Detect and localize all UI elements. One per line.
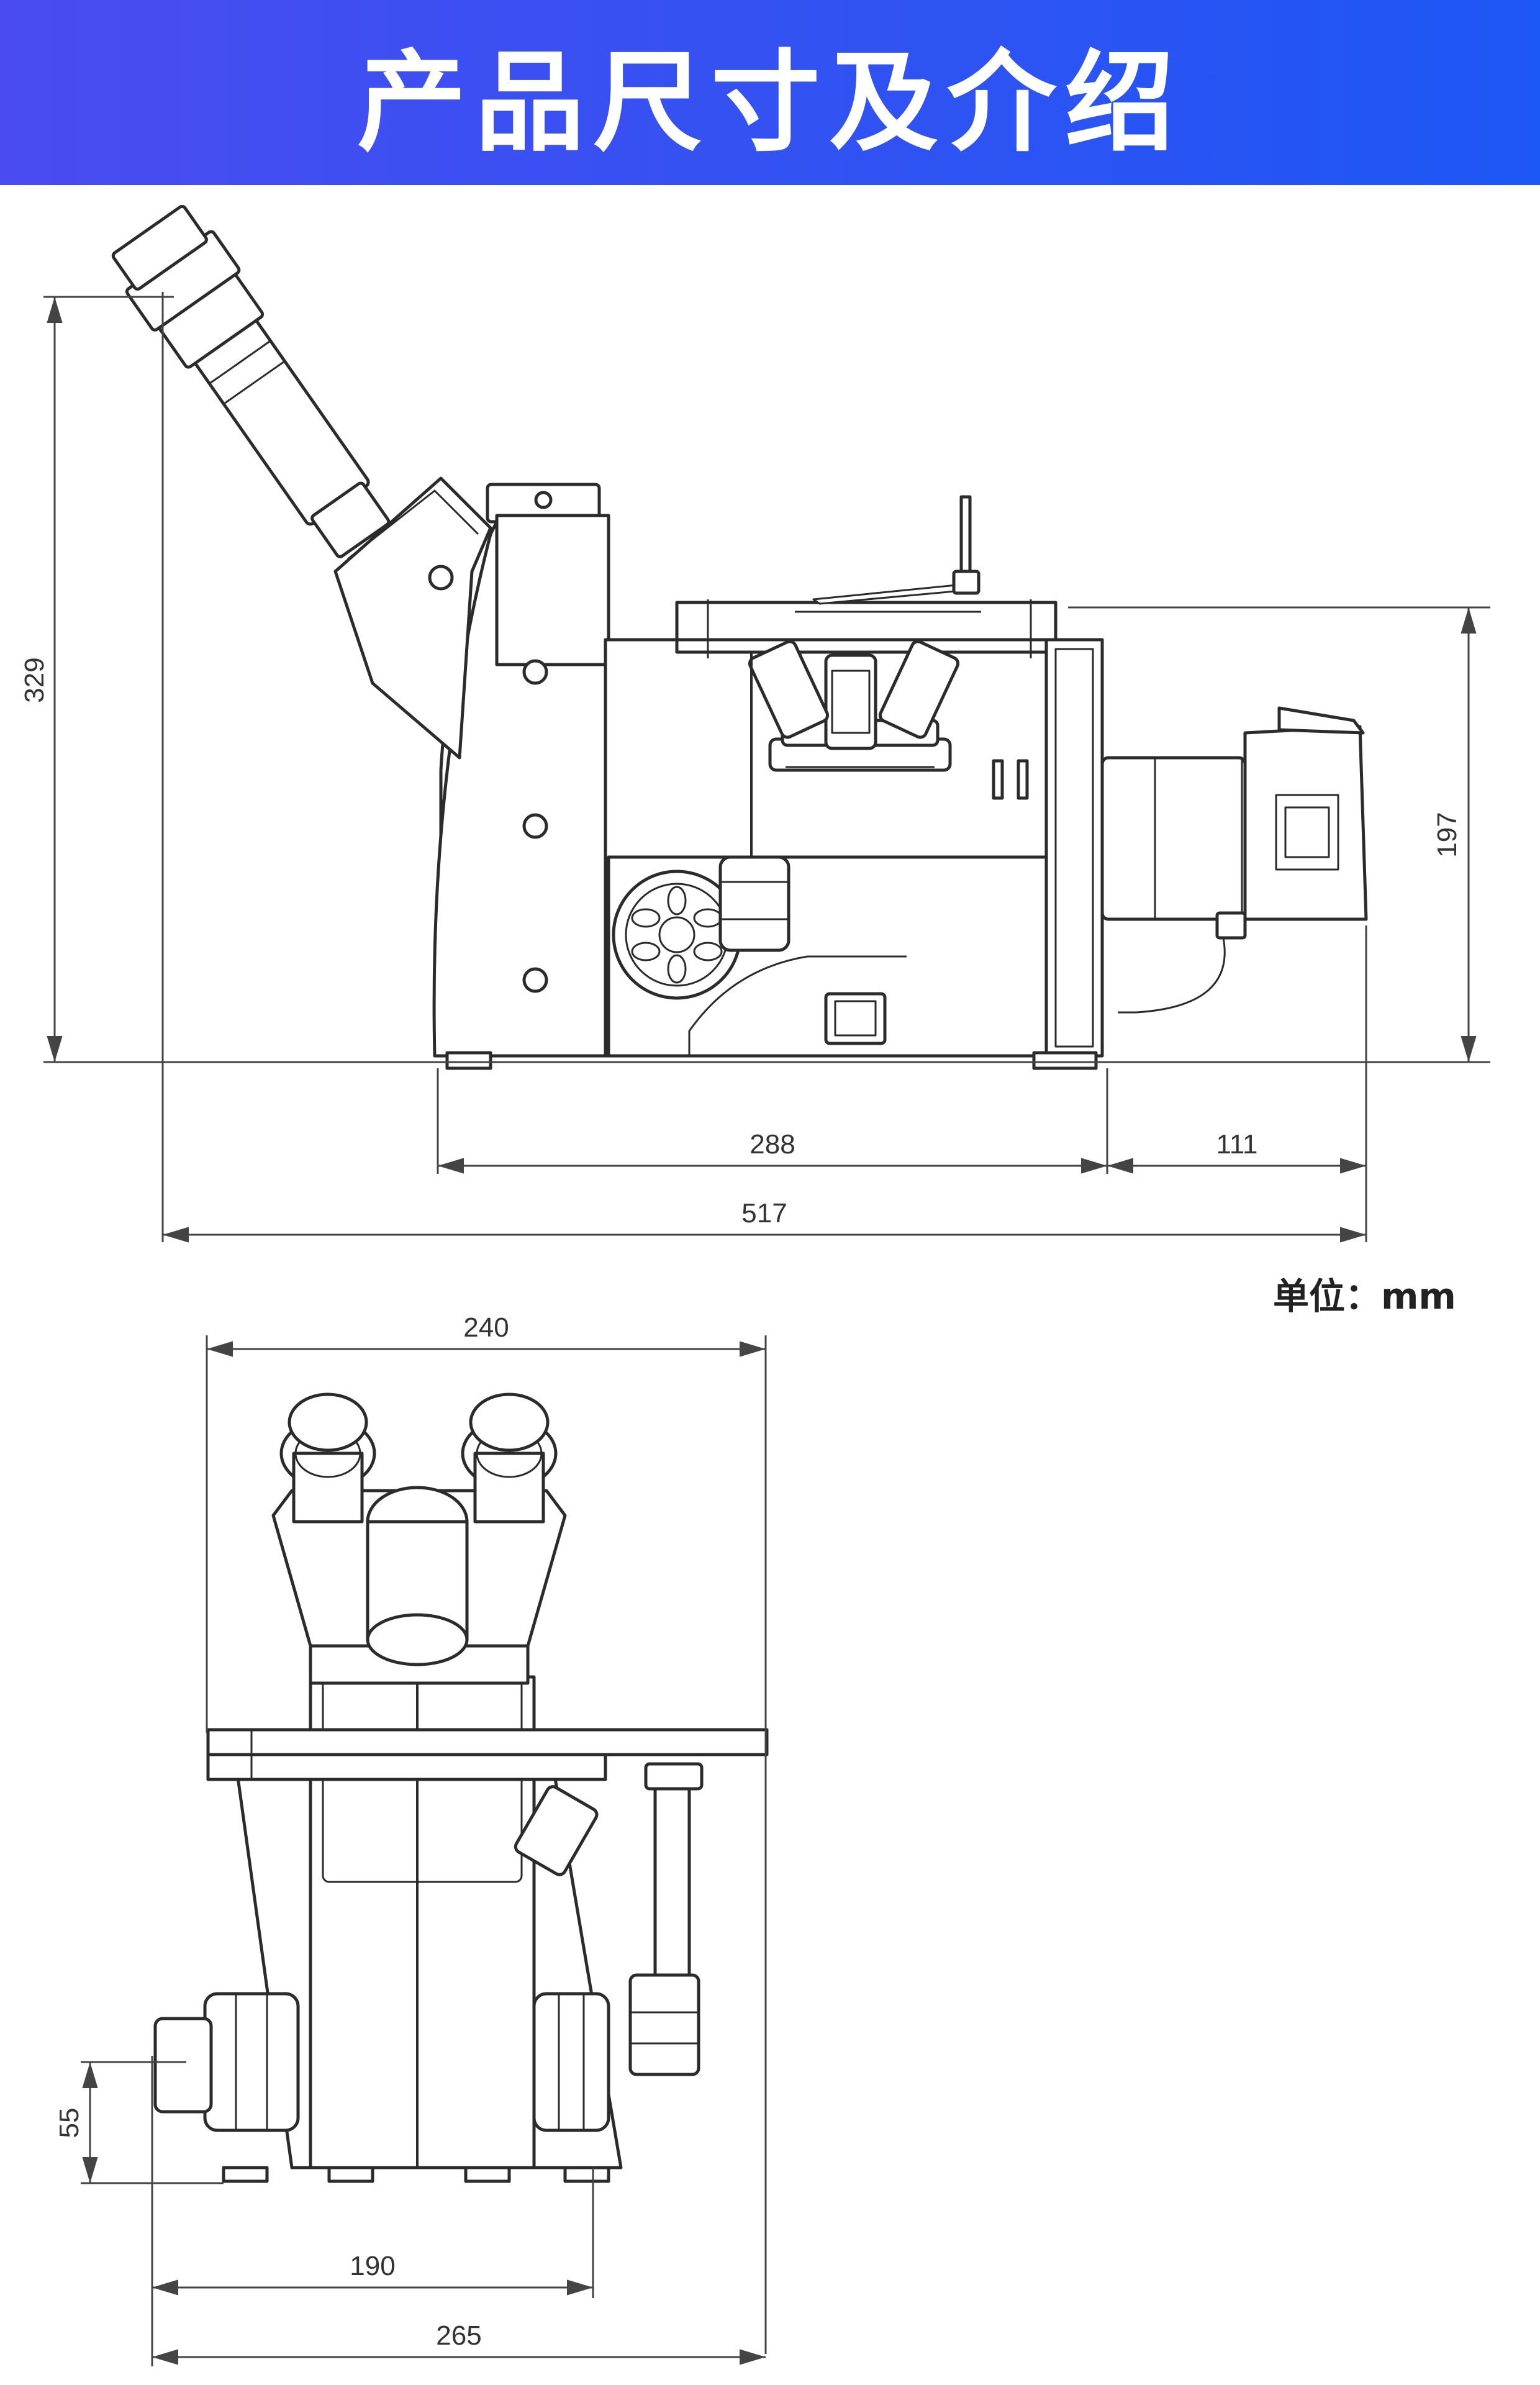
front-view-dimensions	[81, 1335, 767, 2366]
front-view-microscope	[153, 1392, 769, 2183]
dim-total-width: 265	[436, 2320, 481, 2351]
dim-base-width: 190	[350, 2251, 395, 2281]
objective-turret	[748, 640, 960, 772]
side-view-dimensions	[43, 292, 1490, 1243]
header-background	[0, 0, 1540, 185]
unit-note: 单位：mm	[1273, 1275, 1456, 1317]
dim-total-length: 517	[741, 1198, 787, 1229]
dim-knob-height: 55	[54, 2108, 84, 2138]
page-title: 产品尺寸及介绍	[356, 39, 1183, 166]
dim-base-length: 288	[750, 1129, 795, 1160]
side-view-microscope	[111, 204, 1368, 1070]
dim-camera-length: 111	[1216, 1129, 1258, 1160]
header-banner: 产品尺寸及介绍	[0, 0, 1540, 185]
dim-right-height: 197	[1432, 812, 1462, 857]
dim-top-width: 240	[463, 1312, 509, 1343]
dim-total-height: 329	[19, 657, 50, 702]
